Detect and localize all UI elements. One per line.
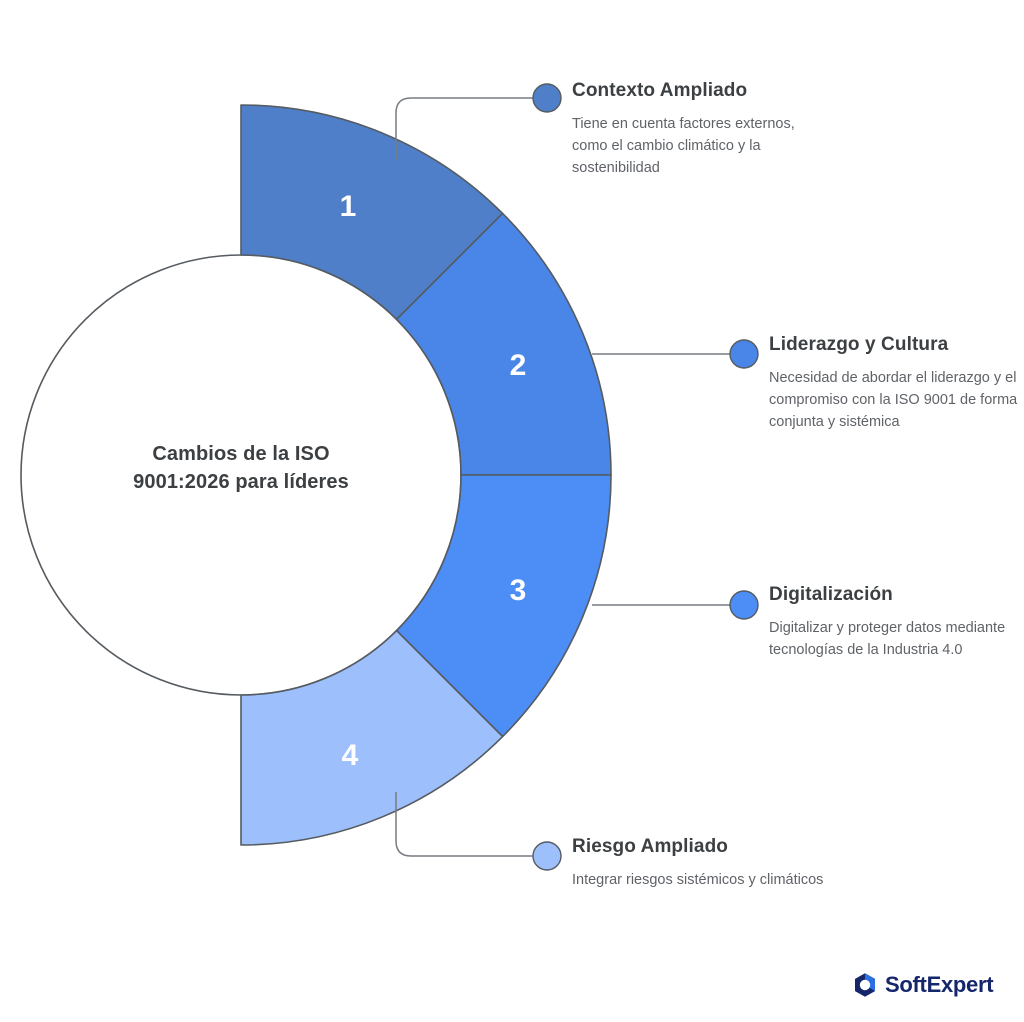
softexpert-hexagon-icon: [855, 973, 875, 997]
donut-segment-2-number: 2: [510, 349, 527, 382]
callout-liderazgo-y-cultura[interactable]: Liderazgo y Cultura Necesidad de abordar…: [769, 333, 1024, 433]
center-label: Cambios de la ISO 9001:2026 para líderes: [21, 440, 461, 496]
center-label-line-2: 9001:2026 para líderes: [133, 471, 349, 493]
callout-description-3: Digitalizar y proteger datos mediante te…: [769, 620, 1006, 658]
callout-description-2: Necesidad de abordar el liderazgo y el c…: [769, 370, 1018, 430]
donut-segment-4[interactable]: [240, 629, 504, 846]
donut-segment-2[interactable]: [395, 212, 612, 476]
bullet-dot-icon-2: [729, 339, 759, 369]
callout-description-4: Integrar riesgos sistémicos y climáticos: [572, 872, 824, 888]
callout-contexto-ampliado[interactable]: Contexto Ampliado Tiene en cuenta factor…: [572, 79, 832, 179]
donut-segment-3-number: 3: [510, 574, 527, 607]
brand-logo[interactable]: SoftExpert: [852, 972, 994, 998]
bullet-dot-icon-1: [532, 83, 562, 113]
callout-title-4: Riesgo Ampliado: [572, 836, 728, 857]
callout-riesgo-ampliado[interactable]: Riesgo Ampliado Integrar riesgos sistémi…: [572, 835, 832, 891]
bullet-dot-icon-3: [729, 590, 759, 620]
connector-line-1: [395, 97, 536, 160]
callout-title-2: Liderazgo y Cultura: [769, 334, 949, 355]
brand-name: SoftExpert: [885, 972, 994, 997]
center-label-line-1: Cambios de la ISO: [152, 443, 330, 465]
donut-segment-3[interactable]: [395, 474, 612, 738]
donut-segment-4-number: 4: [342, 739, 359, 772]
connector-line-4: [395, 792, 536, 857]
bullet-dot-icon-4: [532, 841, 562, 871]
callout-title-3: Digitalización: [769, 584, 893, 605]
callout-description-1: Tiene en cuenta factores externos, como …: [572, 116, 795, 176]
donut-segment-1[interactable]: [240, 104, 504, 321]
callout-title-1: Contexto Ampliado: [572, 80, 748, 101]
donut-segment-1-number: 1: [340, 190, 357, 223]
callout-digitalizacion[interactable]: Digitalización Digitalizar y proteger da…: [769, 583, 1024, 661]
